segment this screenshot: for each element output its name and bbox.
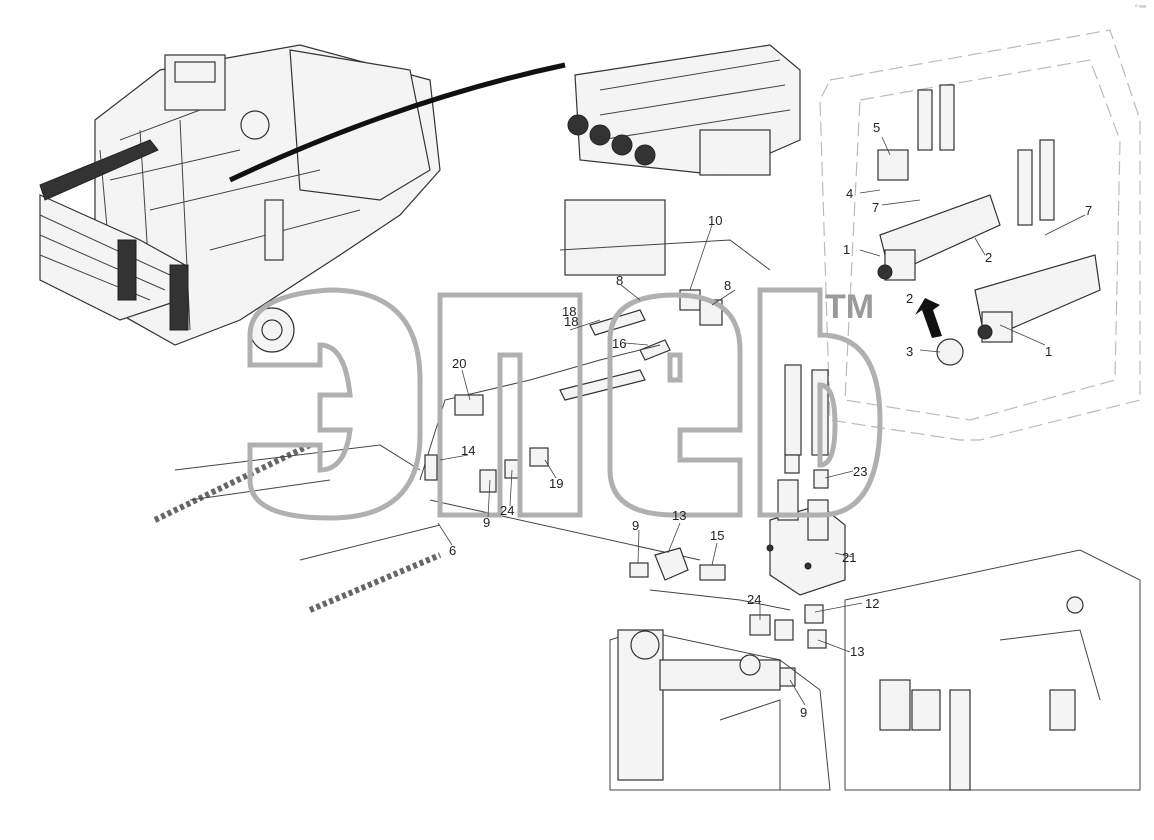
callout-13-bottom: 13 <box>850 644 864 659</box>
callout-23: 23 <box>853 464 867 479</box>
callout-14: 14 <box>461 443 475 458</box>
lower-frame <box>609 549 1141 791</box>
callout-19: 19 <box>549 476 563 491</box>
callout-18-lower: 18 <box>564 314 578 329</box>
right-detail-frame <box>819 29 1141 441</box>
callout-15: 15 <box>710 528 724 543</box>
callout-24-right: 24 <box>747 592 761 607</box>
trademark-symbol: TM <box>825 288 874 326</box>
callout-4: 4 <box>846 186 853 201</box>
conveyor <box>39 139 189 331</box>
callouts: 1 1 2 2 2 3 4 5 6 7 7 8 8 9 9 9 10 12 13… <box>449 120 1092 720</box>
callout-24-left: 24 <box>500 503 514 518</box>
callout-8-right: 8 <box>724 278 731 293</box>
callout-7-right: 7 <box>1085 203 1092 218</box>
corner-mark: ⁰ ᵃᵃᵃ <box>1135 5 1146 11</box>
chains <box>153 442 442 613</box>
callout-16: 16 <box>612 336 626 351</box>
callout-9-bottom: 9 <box>800 705 807 720</box>
callout-2-center: 2 <box>906 291 913 306</box>
watermark-logo: TM <box>247 287 883 521</box>
callout-5: 5 <box>873 120 880 135</box>
callout-7-left: 7 <box>872 200 879 215</box>
callout-12: 12 <box>865 596 879 611</box>
callout-9-left: 9 <box>483 515 490 530</box>
callout-leaders <box>437 136 1086 706</box>
callout-10: 10 <box>708 213 722 228</box>
control-valve-block <box>567 44 801 176</box>
callout-9-mid: 9 <box>632 518 639 533</box>
callout-1-top: 1 <box>843 242 850 257</box>
callout-2-right: 2 <box>985 250 992 265</box>
callout-20: 20 <box>452 356 466 371</box>
callout-6: 6 <box>449 543 456 558</box>
callout-13-top: 13 <box>672 508 686 523</box>
callout-21: 21 <box>842 550 856 565</box>
callout-18-upper: 18 <box>562 304 576 319</box>
callout-8-left: 8 <box>616 273 623 288</box>
callout-1-bottom: 1 <box>1045 344 1052 359</box>
center-hoses <box>419 199 771 561</box>
callout-3: 3 <box>906 344 913 359</box>
manifold-block <box>766 479 846 596</box>
leader-line <box>228 62 566 183</box>
